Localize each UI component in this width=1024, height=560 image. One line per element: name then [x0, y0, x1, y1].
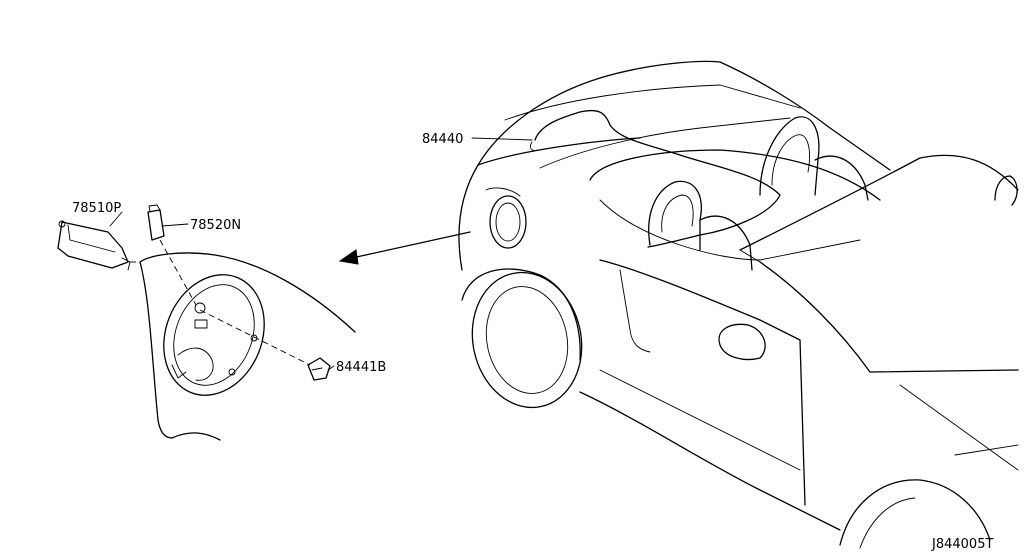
- callout-78510p: 78510P: [72, 201, 121, 216]
- callout-84441b: 84441B: [336, 360, 386, 375]
- car-body-drawing: [458, 60, 1019, 549]
- diagram-code: J844005T: [931, 537, 993, 552]
- callout-78520n: 78520N: [190, 218, 241, 233]
- callout-leaders: [109, 137, 533, 371]
- callout-84440: 84440: [422, 132, 463, 147]
- detail-arrow: [338, 231, 471, 265]
- fuel-lid-detail: [57, 204, 356, 441]
